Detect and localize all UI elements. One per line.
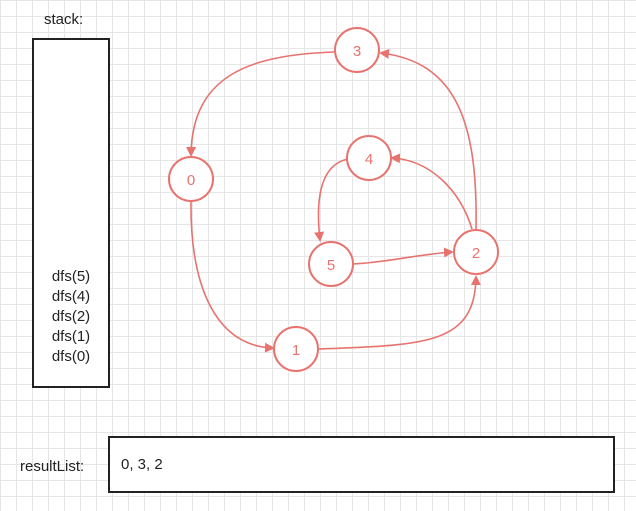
node-label: 4: [365, 151, 373, 168]
edge-0-1: [190, 200, 275, 353]
edge-2-4: [390, 153, 473, 230]
graph-node-3: 3: [334, 27, 380, 73]
graph-node-4: 4: [346, 135, 392, 181]
graph-nodes: 0 1 2 3 4 5: [168, 27, 499, 372]
stack-frames: dfs(5) dfs(4) dfs(2) dfs(1) dfs(0): [34, 267, 108, 367]
result-list-value: 0, 3, 2: [121, 456, 163, 473]
stack-frame: dfs(2): [51, 308, 91, 325]
stack-frame: dfs(0): [51, 348, 91, 365]
node-label: 3: [353, 43, 361, 60]
stack-label: stack:: [44, 11, 84, 28]
stack-frame: dfs(1): [51, 328, 91, 345]
stack-box: dfs(5) dfs(4) dfs(2) dfs(1) dfs(0): [32, 38, 110, 388]
stack-frame: dfs(4): [51, 288, 91, 305]
node-label: 5: [327, 257, 335, 274]
edge-1-2: [317, 275, 481, 350]
edge-4-5: [314, 158, 349, 242]
node-label: 2: [472, 245, 480, 262]
edge-2-3: [379, 49, 477, 230]
graph-node-2: 2: [453, 229, 499, 275]
stack-frame: dfs(5): [51, 268, 91, 285]
edge-5-2: [352, 247, 454, 265]
node-label: 1: [292, 342, 300, 359]
graph-node-1: 1: [273, 326, 319, 372]
result-list-label: resultList:: [20, 458, 85, 475]
node-label: 0: [187, 172, 195, 189]
result-list-box: 0, 3, 2: [108, 436, 615, 493]
graph-node-5: 5: [308, 241, 354, 287]
graph-node-0: 0: [168, 156, 214, 202]
edge-3-0: [186, 51, 335, 157]
